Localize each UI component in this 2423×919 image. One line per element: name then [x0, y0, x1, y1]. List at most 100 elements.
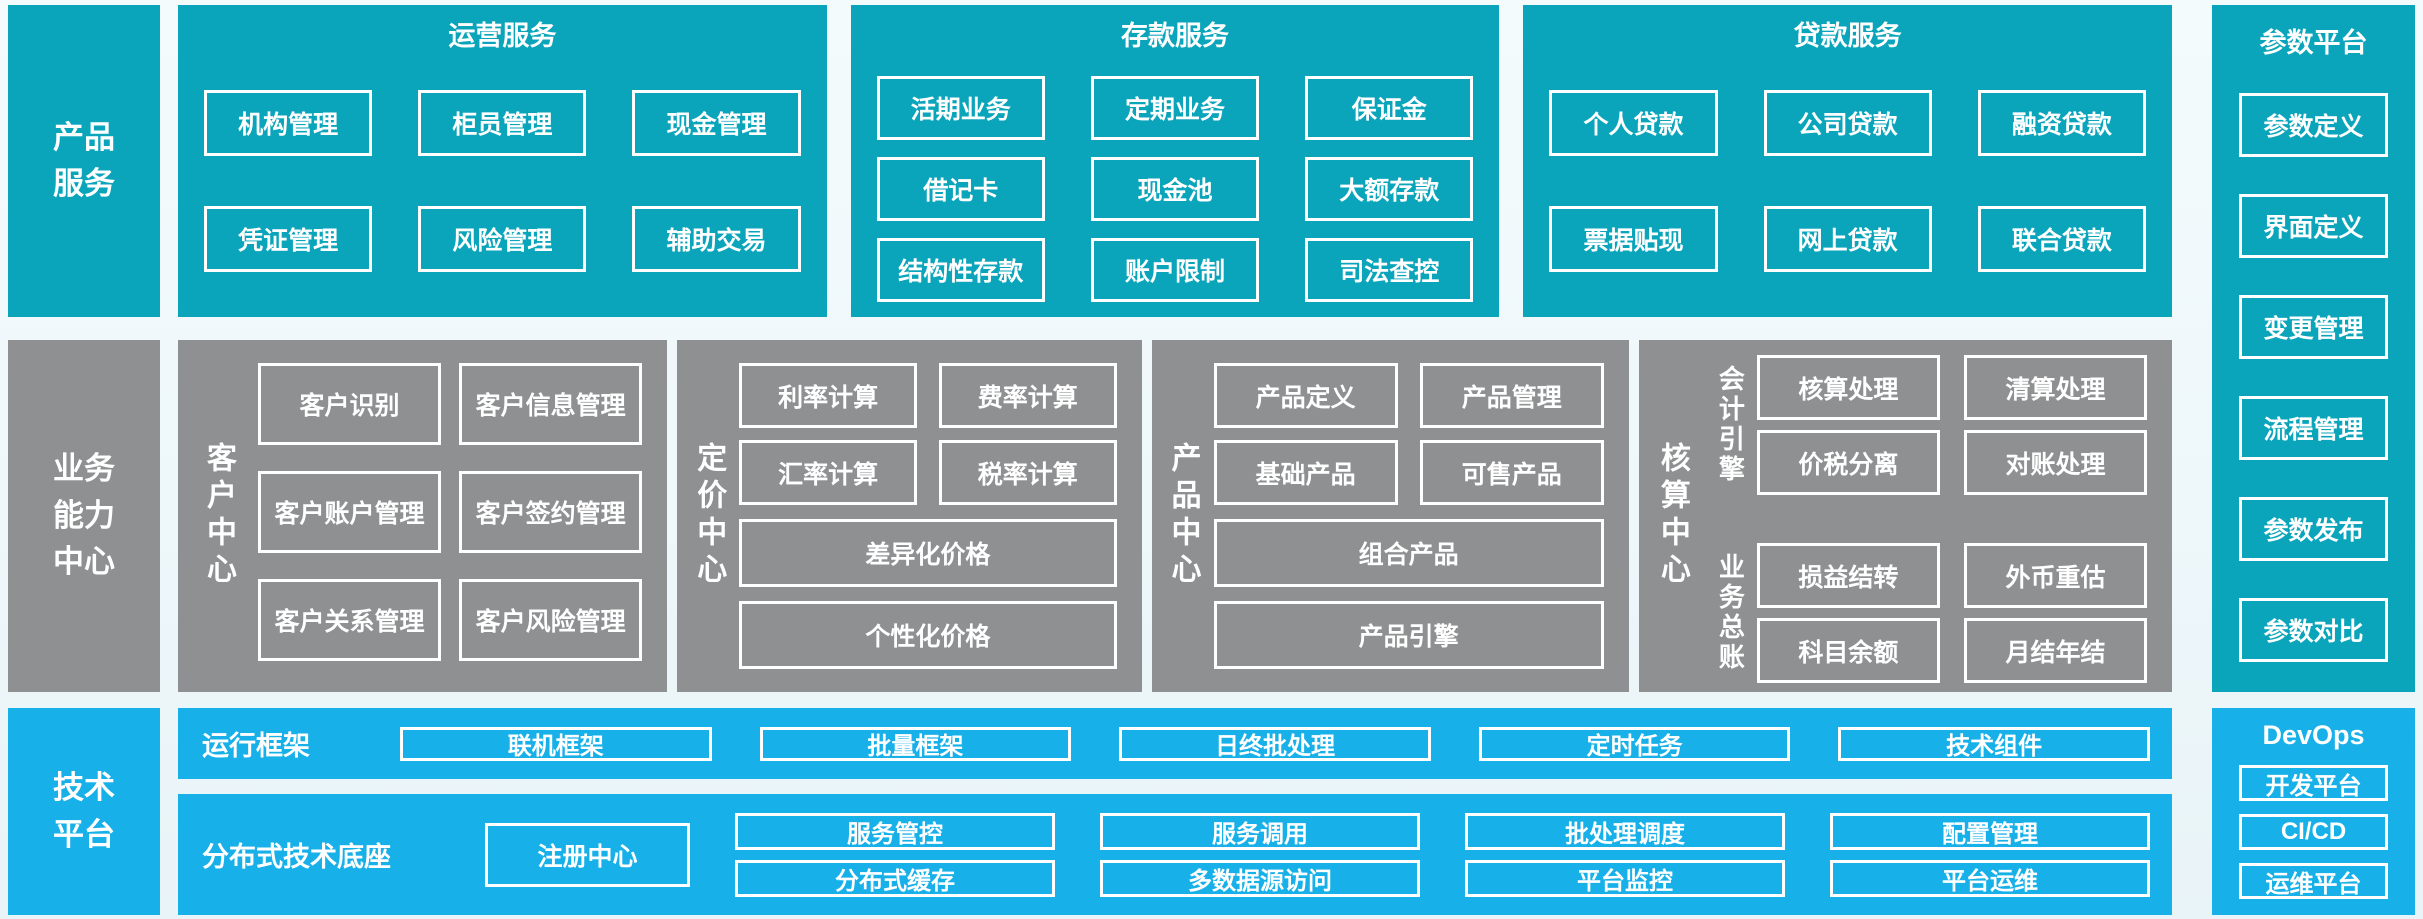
module-box: 保证金 — [1305, 76, 1474, 141]
module-grid: 损益结转 外币重估 科目余额 月结年结 — [1756, 543, 2147, 683]
module-column: 服务管控 分布式缓存 — [735, 812, 1055, 897]
module-column: 配置管理 平台运维 — [1830, 812, 2150, 897]
section-vertical-label: 定价中心 — [692, 442, 726, 590]
module-box: 基础产品 — [1213, 440, 1398, 505]
module-box: 定时任务 — [1478, 726, 1791, 761]
module-box: 服务管控 — [735, 812, 1055, 850]
accounting-engine-group: 会计引擎 核算处理 清算处理 价税分离 对账处理 — [1705, 355, 2147, 495]
module-box: 网上贷款 — [1763, 206, 1932, 273]
module-box: 价税分离 — [1756, 430, 1940, 495]
module-box: 流程管理 — [2239, 396, 2388, 460]
module-box: 票据贴现 — [1549, 206, 1718, 273]
module-box: 客户识别 — [258, 363, 442, 445]
row-label-technology-platform: 技术平台 — [8, 708, 160, 915]
module-box: 可售产品 — [1419, 440, 1604, 505]
section-customer-center: 客户中心 客户识别 客户信息管理 客户账户管理 客户签约管理 客户关系管理 客户… — [178, 340, 668, 692]
module-box: 客户关系管理 — [258, 579, 442, 661]
section-product-center: 产品中心 产品定义 产品管理 基础产品 可售产品 组合产品 产品引擎 — [1151, 340, 1629, 692]
module-box: 日终批处理 — [1119, 726, 1431, 761]
module-box: 批量框架 — [759, 726, 1072, 761]
module-box: 界面定义 — [2239, 194, 2388, 258]
module-box: 现金管理 — [632, 90, 801, 157]
section-title: 参数平台 — [2259, 28, 2368, 58]
module-box: 大额存款 — [1305, 157, 1474, 222]
module-box: 平台运维 — [1830, 859, 2150, 897]
module-box: 联合贷款 — [1977, 206, 2146, 273]
module-box: 公司贷款 — [1763, 90, 1932, 157]
module-box: 外币重估 — [1963, 543, 2147, 608]
section-title: 贷款服务 — [1793, 21, 1902, 51]
group-vertical-label: 业务总账 — [1715, 553, 1746, 673]
section-title: 存款服务 — [1121, 21, 1229, 51]
module-box: 平台监控 — [1465, 859, 1785, 897]
module-box: 定期业务 — [1090, 76, 1260, 141]
module-box: 客户信息管理 — [459, 363, 643, 445]
group-vertical-label: 会计引擎 — [1715, 365, 1746, 485]
module-box: 参数发布 — [2239, 497, 2388, 561]
row-label-business-capability-center: 业务能力中心 — [8, 340, 160, 692]
module-box: 结构性存款 — [876, 238, 1045, 303]
module-box: 客户账户管理 — [258, 471, 442, 553]
module-box: 账户限制 — [1090, 238, 1260, 303]
module-stack: 利率计算 费率计算 汇率计算 税率计算 差异化价格 个性化价格 — [739, 363, 1117, 692]
module-box: 多数据源访问 — [1100, 859, 1420, 897]
business-ledger-group: 业务总账 损益结转 外币重估 科目余额 月结年结 — [1705, 543, 2147, 683]
module-box: 现金池 — [1090, 157, 1260, 222]
module-box: 司法查控 — [1305, 238, 1474, 303]
module-box: 柜员管理 — [418, 90, 587, 157]
section-title: 运营服务 — [448, 21, 557, 51]
module-box: 参数定义 — [2239, 93, 2388, 157]
module-box: 联机框架 — [400, 726, 712, 761]
row-label-text: 产品服务 — [53, 119, 115, 202]
row-label-text: 业务能力中心 — [53, 451, 115, 580]
module-grid: 活期业务 定期业务 保证金 借记卡 现金池 大额存款 结构性存款 账户限制 司法… — [851, 76, 1500, 303]
module-box: 对账处理 — [1963, 430, 2147, 495]
module-box: 技术组件 — [1838, 726, 2150, 761]
module-box: CI/CD — [2239, 814, 2388, 850]
module-box: 产品定义 — [1213, 363, 1398, 428]
module-column: 服务调用 多数据源访问 — [1100, 812, 1420, 897]
module-box: 注册中心 — [485, 822, 690, 887]
module-grid: 客户识别 客户信息管理 客户账户管理 客户签约管理 客户关系管理 客户风险管理 — [258, 363, 643, 692]
section-parameter-platform: 参数平台 参数定义 界面定义 变更管理 流程管理 参数发布 参数对比 — [2212, 5, 2415, 692]
module-column: 批处理调度 平台监控 — [1465, 812, 1785, 897]
row-label-text: 技术平台 — [53, 770, 115, 852]
module-box: 月结年结 — [1963, 618, 2147, 683]
section-title: DevOps — [2262, 720, 2365, 750]
module-box: 客户签约管理 — [459, 471, 643, 553]
module-box: 融资贷款 — [1977, 90, 2146, 157]
module-box: 利率计算 — [739, 363, 917, 428]
row-label-product-services: 产品服务 — [8, 5, 160, 317]
module-box: 辅助交易 — [632, 206, 801, 273]
section-vertical-label: 产品中心 — [1166, 442, 1200, 590]
module-stack: 产品定义 产品管理 基础产品 可售产品 组合产品 产品引擎 — [1213, 363, 1604, 692]
module-box: 个性化价格 — [739, 601, 1117, 669]
module-box: 配置管理 — [1830, 812, 2150, 850]
section-accounting-center: 核算中心 会计引擎 核算处理 清算处理 价税分离 对账处理 业务总账 损益结转 … — [1638, 340, 2172, 692]
module-box: 分布式缓存 — [735, 859, 1055, 897]
module-box: 产品引擎 — [1213, 601, 1604, 669]
module-box: 服务调用 — [1100, 812, 1420, 850]
runtime-framework-row: 运行框架 联机框架 批量框架 日终批处理 定时任务 技术组件 — [178, 708, 2172, 779]
module-list: 开发平台 CI/CD 运维平台 — [2212, 765, 2415, 899]
module-box: 产品管理 — [1419, 363, 1604, 428]
row-title: 运行框架 — [202, 731, 310, 761]
module-box: 清算处理 — [1963, 355, 2147, 420]
section-vertical-label: 客户中心 — [202, 442, 235, 590]
module-box: 税率计算 — [938, 440, 1117, 505]
module-box: 风险管理 — [418, 206, 587, 273]
module-list: 参数定义 界面定义 变更管理 流程管理 参数发布 参数对比 — [2212, 93, 2415, 662]
module-box: 个人贷款 — [1549, 90, 1718, 157]
module-box: 客户风险管理 — [459, 579, 643, 661]
module-box: 变更管理 — [2239, 295, 2388, 359]
module-box: 批处理调度 — [1465, 812, 1785, 850]
business-capability-band: 客户中心 客户识别 客户信息管理 客户账户管理 客户签约管理 客户关系管理 客户… — [178, 340, 2172, 692]
product-services-band: 运营服务 机构管理 柜员管理 现金管理 凭证管理 风险管理 辅助交易 存款服务 … — [178, 5, 2173, 317]
row-title: 分布式技术底座 — [202, 842, 391, 872]
module-grid: 产品定义 产品管理 基础产品 可售产品 — [1213, 363, 1604, 505]
module-box: 机构管理 — [204, 90, 373, 157]
module-grid: 个人贷款 公司贷款 融资贷款 票据贴现 网上贷款 联合贷款 — [1523, 90, 2172, 273]
module-box: 组合产品 — [1213, 519, 1604, 587]
section-pricing-center: 定价中心 利率计算 费率计算 汇率计算 税率计算 差异化价格 个性化价格 — [677, 340, 1142, 692]
